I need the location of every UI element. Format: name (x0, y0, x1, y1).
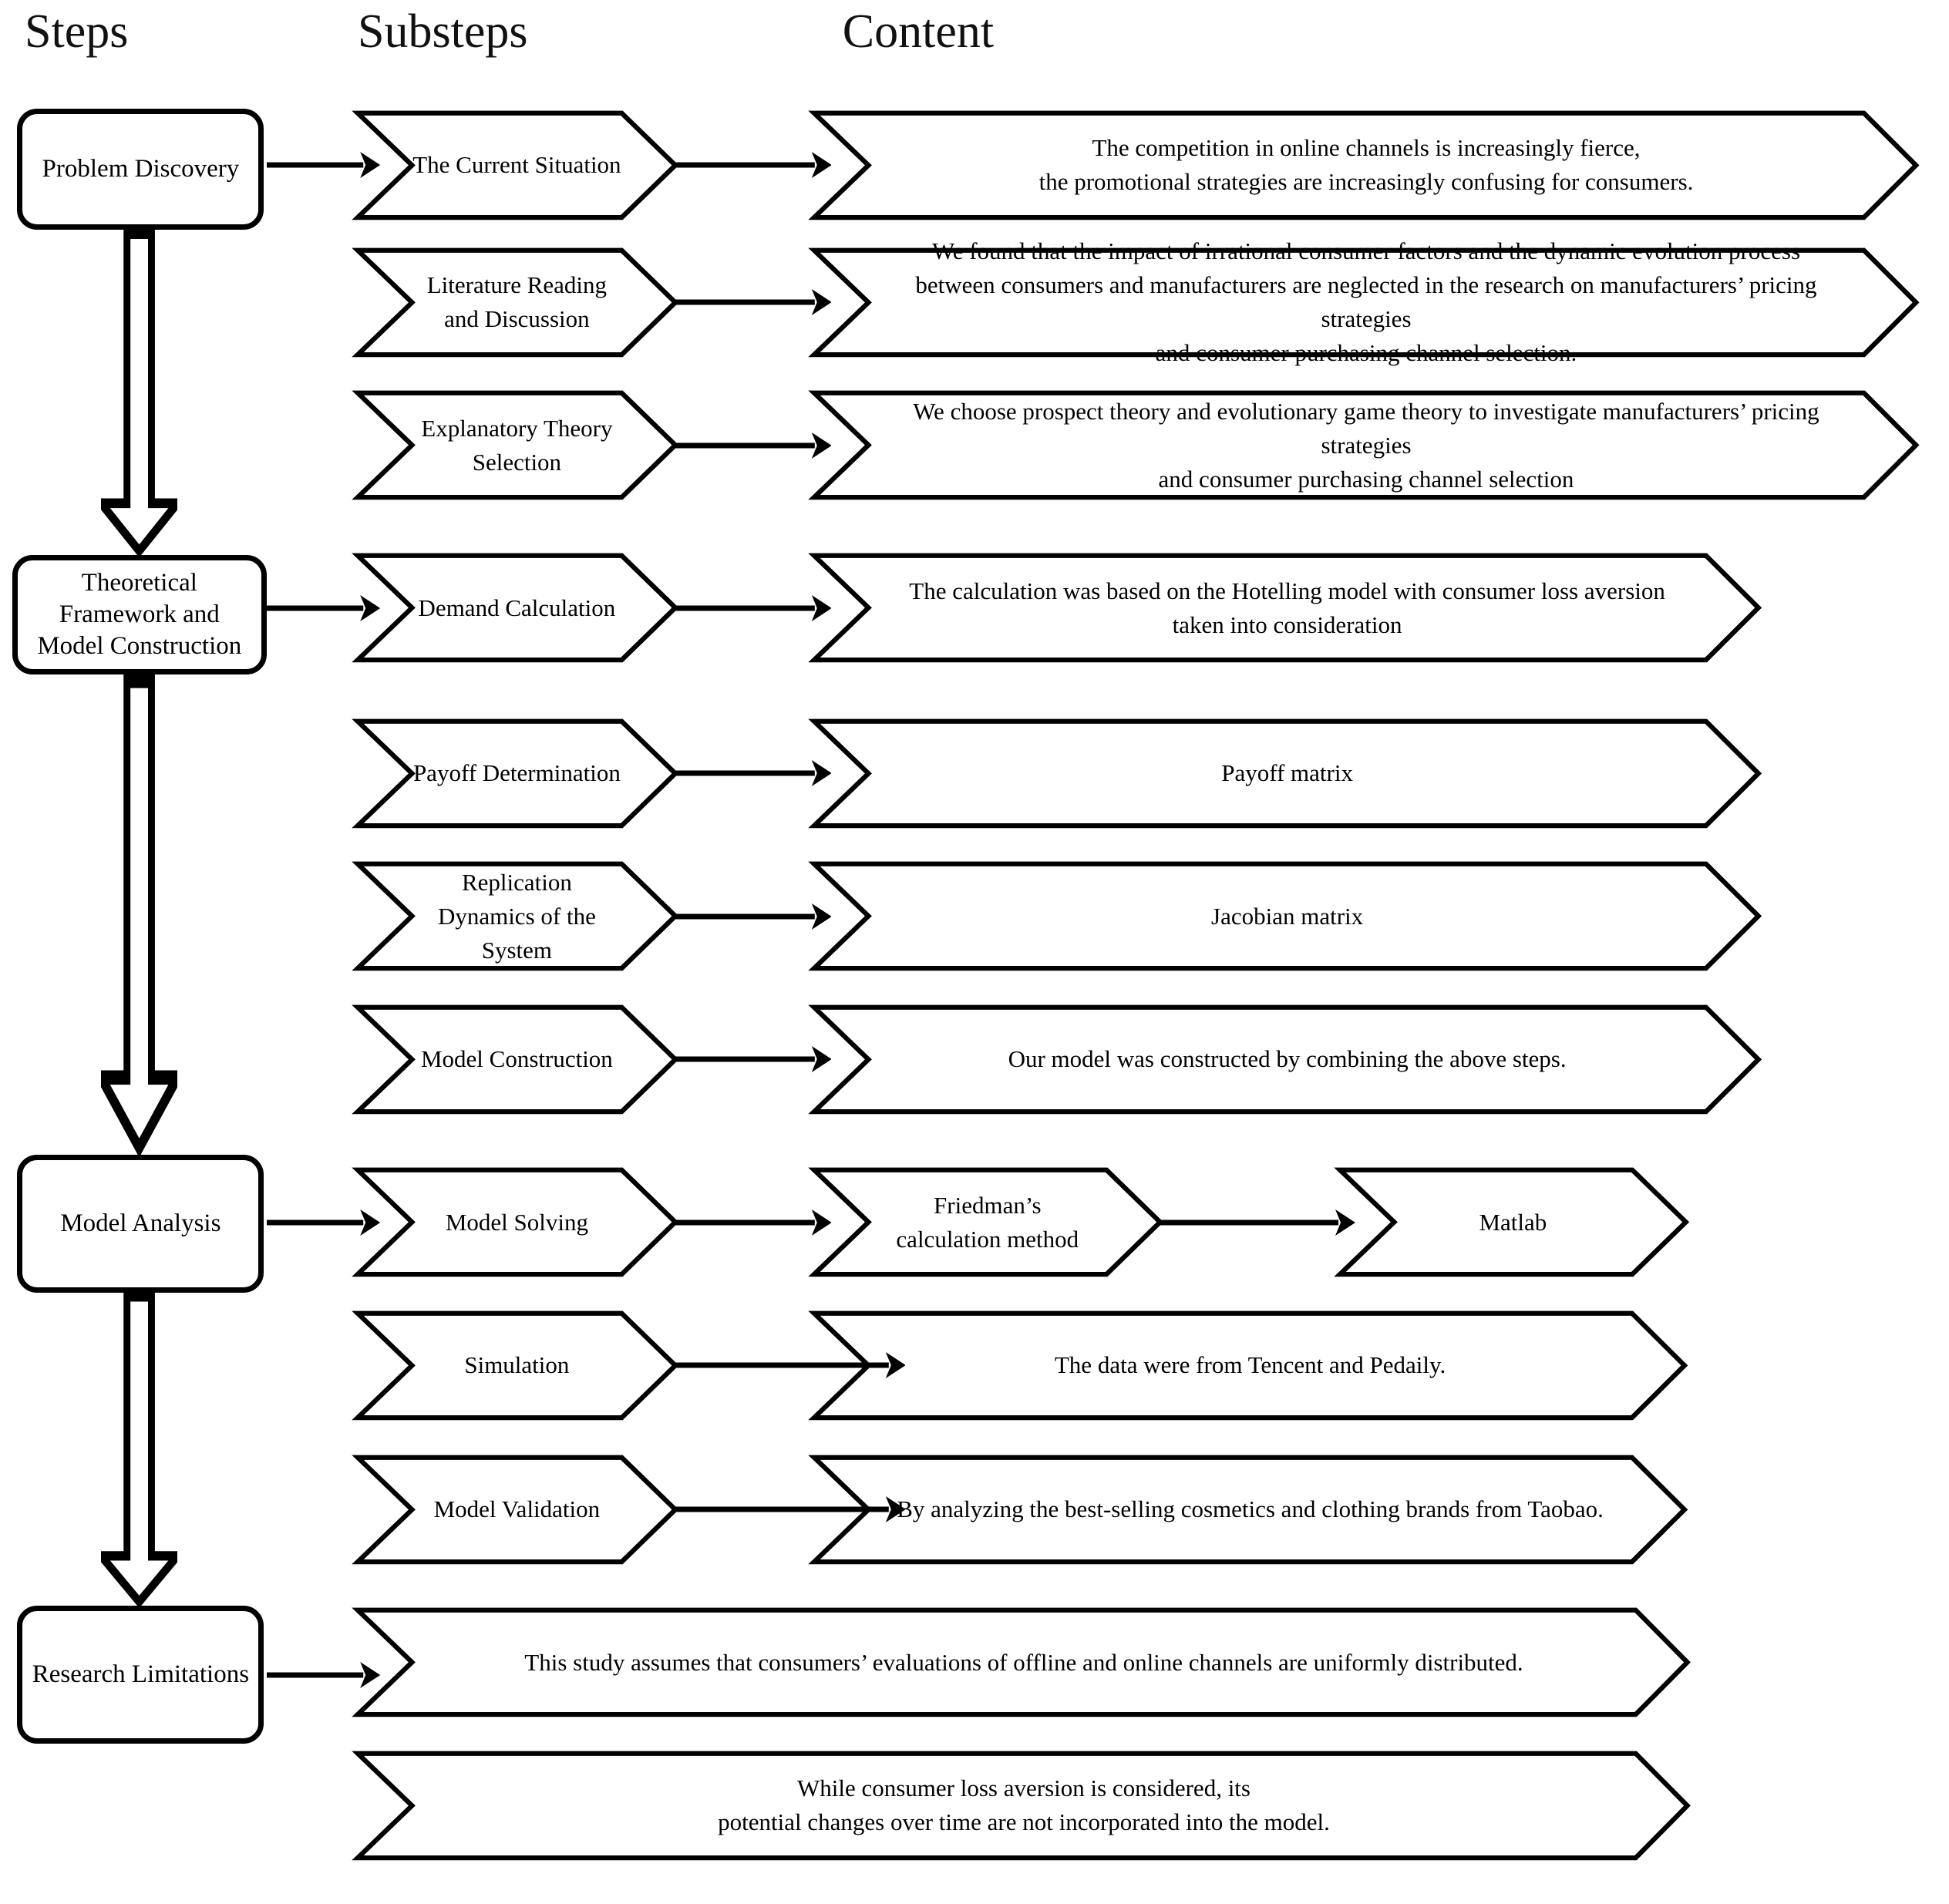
content-friedman-method[interactable] (814, 1168, 1161, 1277)
connector-substep9-content9 (673, 1348, 906, 1382)
connector-substep6-content6 (673, 900, 832, 933)
substep-current-situation[interactable] (358, 111, 676, 220)
column-header-steps: Steps (25, 5, 129, 58)
substep-demand-calculation[interactable] (358, 553, 676, 662)
limitation-uniform-distribution[interactable] (358, 1608, 1690, 1717)
connector-substep4-content4 (673, 591, 832, 625)
connector-step2-substep4 (266, 591, 380, 625)
step-label: Problem Discovery (42, 154, 240, 183)
connector-substep5-content5 (673, 756, 832, 790)
connector-substep3-content3 (673, 429, 832, 463)
substep-replication-dynamics[interactable] (358, 862, 676, 971)
substep-model-construction[interactable] (358, 1005, 676, 1114)
connector-step1-substep1 (266, 148, 380, 182)
step-label: Research Limitations (32, 1660, 250, 1689)
content-matlab[interactable] (1340, 1168, 1687, 1277)
connector-substep2-content2 (673, 285, 832, 319)
content-model-validation[interactable] (814, 1455, 1686, 1564)
connector-substep8-content8 (673, 1206, 832, 1240)
content-payoff-matrix[interactable] (814, 719, 1760, 828)
step-model-analysis[interactable]: Model Analysis (17, 1154, 264, 1293)
substep-literature-reading[interactable] (358, 248, 676, 357)
step-label: Model Analysis (60, 1209, 221, 1237)
vertical-arrow-2 (101, 674, 178, 1155)
connector-step4-limitation1 (266, 1658, 380, 1692)
substep-explanatory-theory[interactable] (358, 391, 676, 500)
content-demand-calculation[interactable] (814, 553, 1760, 662)
connector-step3-substep8 (266, 1206, 380, 1240)
connector-friedman-matlab (1158, 1206, 1356, 1240)
step-label: Theoretical Framework and Model Construc… (37, 569, 242, 661)
limitation-loss-aversion-time[interactable] (358, 1751, 1690, 1860)
step-research-limitations[interactable]: Research Limitations (17, 1606, 264, 1744)
content-simulation-data[interactable] (814, 1311, 1686, 1420)
content-model-construction[interactable] (814, 1005, 1760, 1114)
content-explanatory-theory[interactable] (814, 391, 1918, 500)
column-header-substeps: Substeps (358, 5, 528, 58)
content-jacobian-matrix[interactable] (814, 862, 1760, 971)
substep-payoff-determination[interactable] (358, 719, 676, 828)
step-problem-discovery[interactable]: Problem Discovery (17, 108, 264, 230)
step-theoretical-framework[interactable]: Theoretical Framework and Model Construc… (12, 555, 267, 675)
substep-simulation[interactable] (358, 1311, 676, 1420)
connector-substep7-content7 (673, 1042, 832, 1076)
substep-model-validation[interactable] (358, 1455, 676, 1564)
content-current-situation[interactable] (814, 111, 1918, 220)
connector-substep1-content1 (673, 148, 832, 182)
content-literature-reading[interactable] (814, 248, 1918, 357)
connector-substep10-content10 (673, 1492, 906, 1526)
vertical-arrow-3 (101, 1292, 178, 1606)
column-header-content: Content (842, 5, 995, 58)
vertical-arrow-1 (101, 229, 178, 555)
substep-model-solving[interactable] (358, 1168, 676, 1277)
